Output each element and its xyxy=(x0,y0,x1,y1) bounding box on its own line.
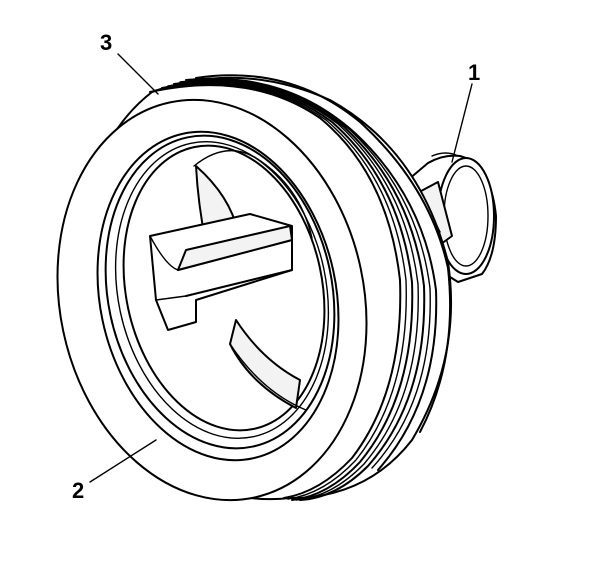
leader-line-1 xyxy=(451,83,473,163)
callout-label-1: 1 xyxy=(468,60,480,85)
inner-cavity xyxy=(149,149,313,411)
callout-label-2: 2 xyxy=(72,478,84,503)
leader-line-2 xyxy=(89,439,157,483)
callout-label-3: 3 xyxy=(100,30,112,55)
pulley-grooves xyxy=(149,77,438,501)
leader-line-3 xyxy=(117,53,159,95)
leader-lines xyxy=(89,53,473,483)
